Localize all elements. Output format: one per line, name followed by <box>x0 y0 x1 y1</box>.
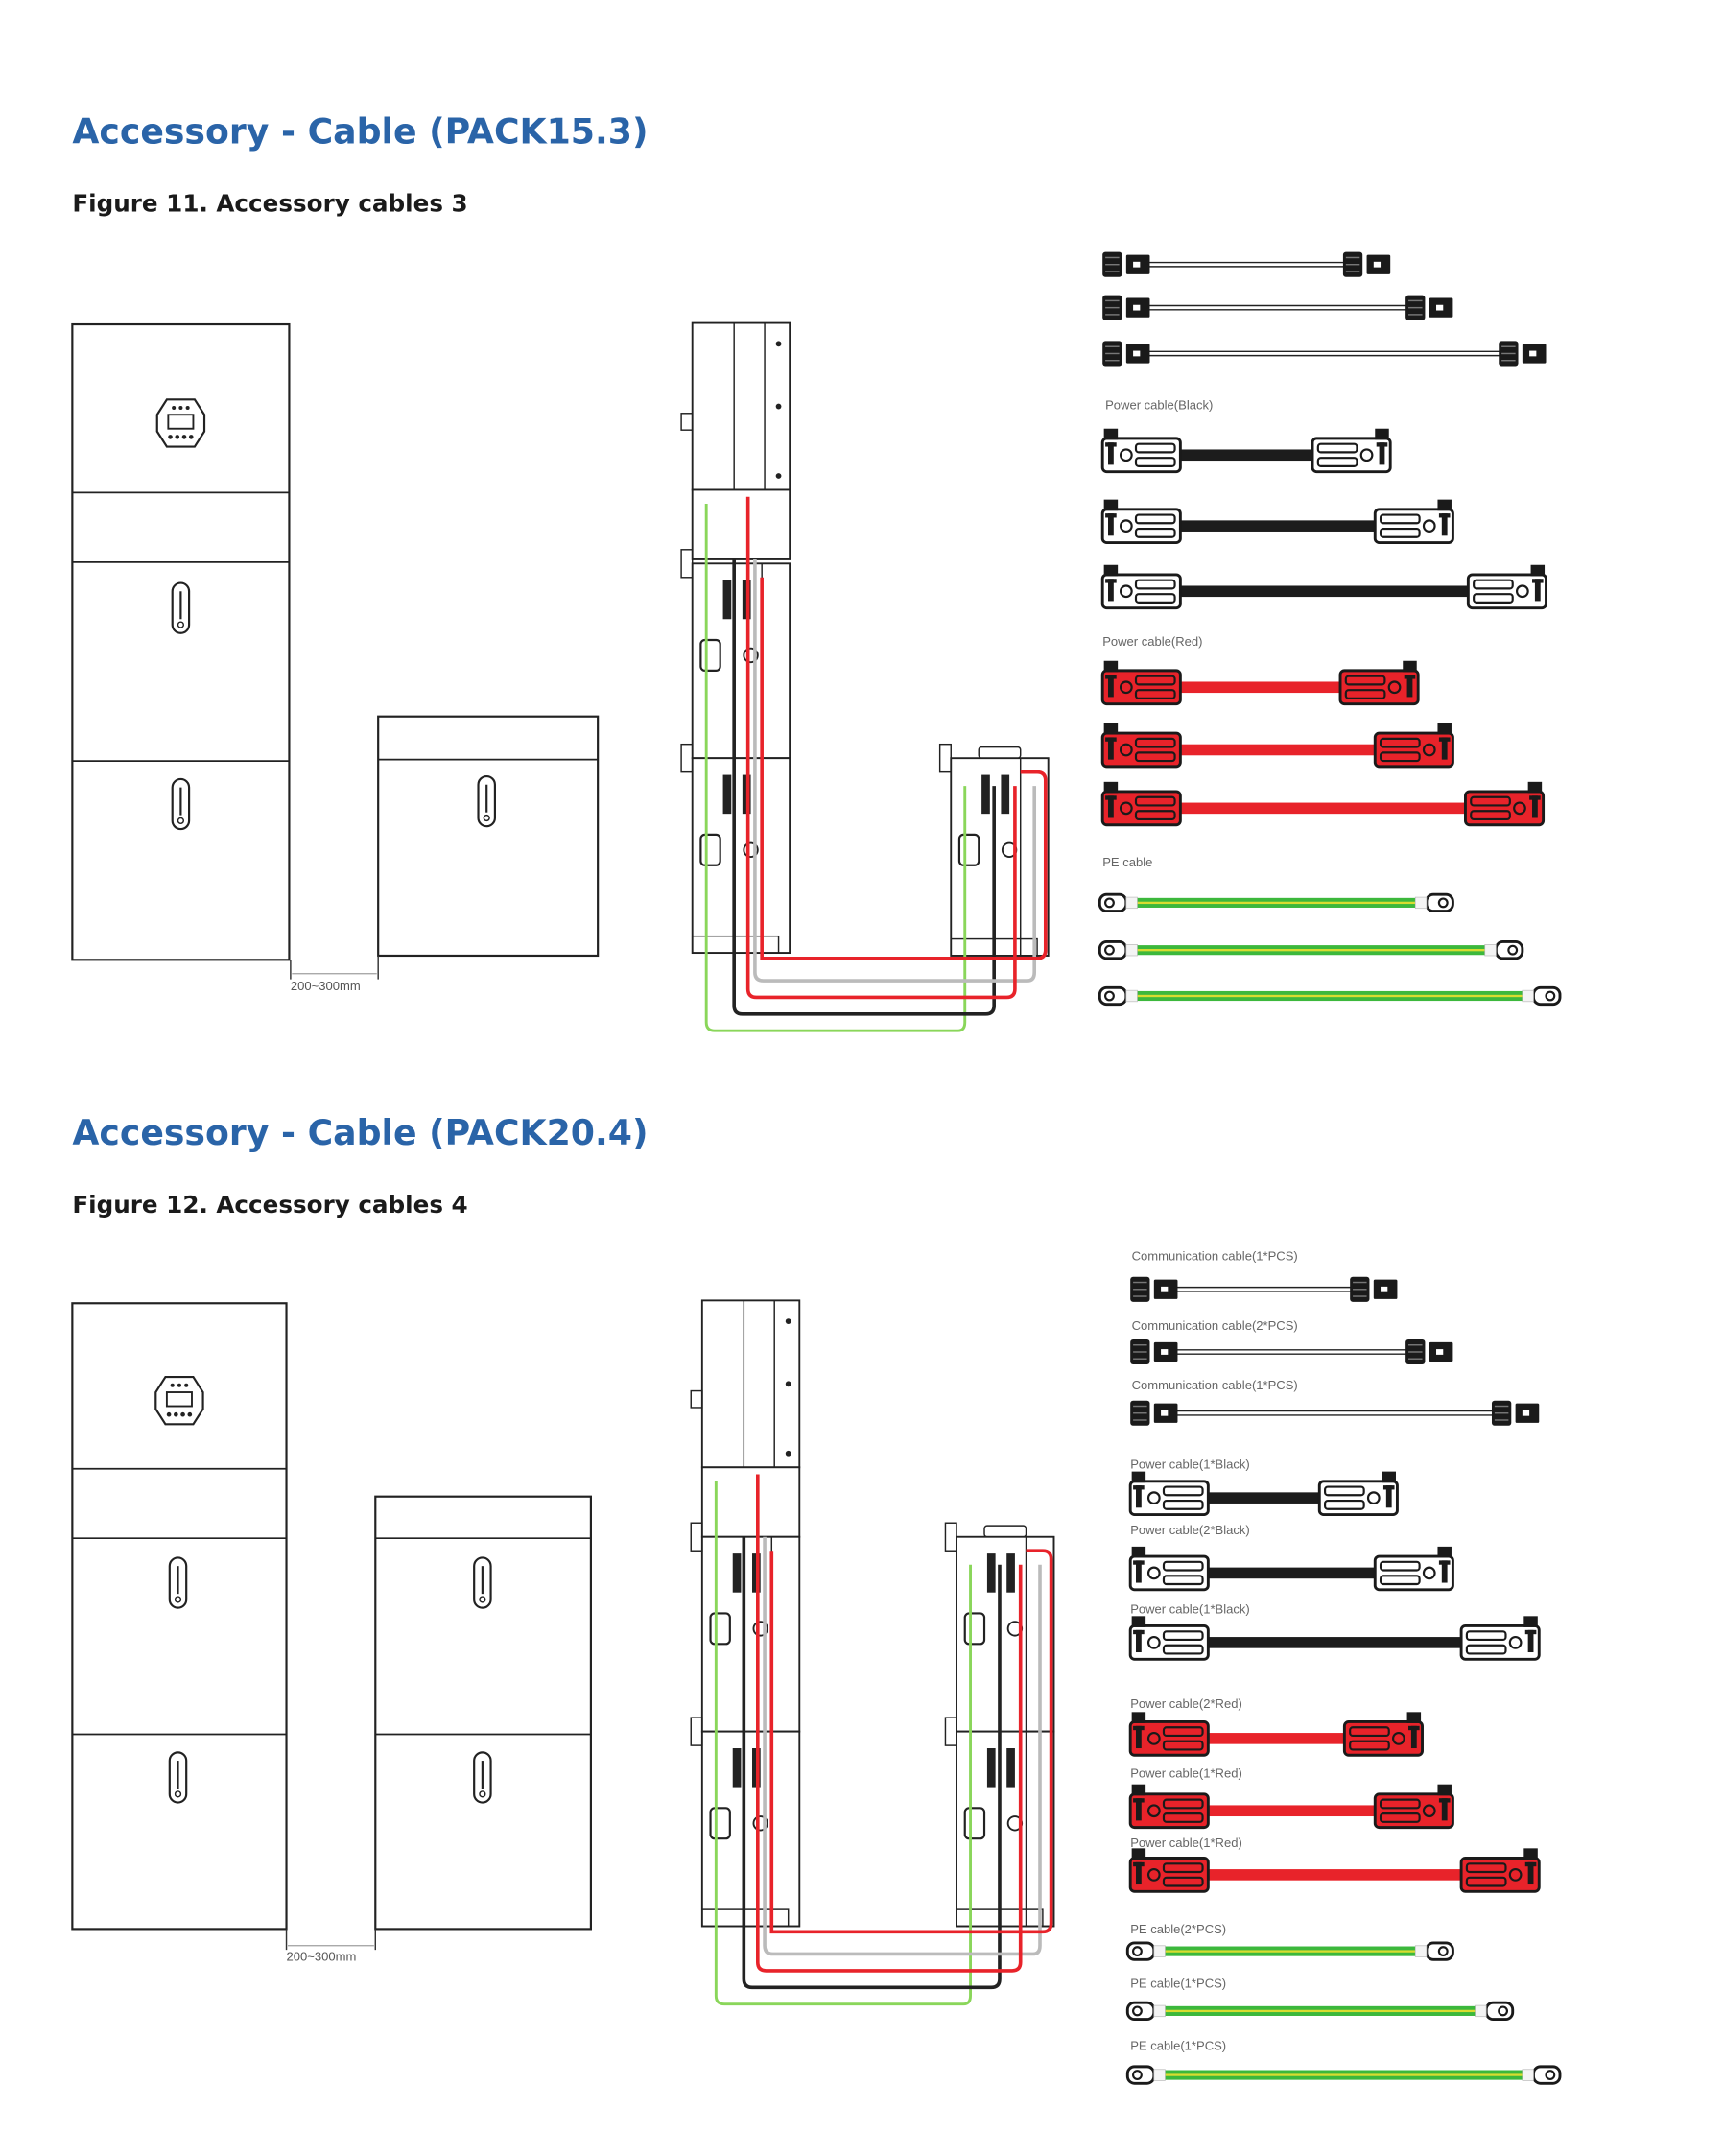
figure-12-caption: Figure 12. Accessory cables 4 <box>72 1191 467 1219</box>
power-cable-red <box>1100 660 1420 706</box>
cable-label: PE cable(1*PCS) <box>1130 2038 1226 2052</box>
pe-cable <box>1098 940 1524 960</box>
handle-icon <box>171 777 191 831</box>
inverter-unit <box>691 321 791 491</box>
cable-label: Power cable(1*Black) <box>1130 1457 1250 1472</box>
power-cable-red <box>1128 1848 1541 1893</box>
handle-icon <box>473 1751 492 1804</box>
cable-label: Communication cable(1*PCS) <box>1132 1378 1298 1392</box>
power-connector-icon <box>1373 508 1454 545</box>
pe-cable <box>1098 892 1454 913</box>
cable-list-pack20 <box>1125 1276 1562 2085</box>
power-connector-icon <box>1373 1792 1454 1830</box>
figure-11-caption: Figure 11. Accessory cables 3 <box>72 190 467 218</box>
communication-cable <box>1130 1276 1398 1302</box>
wiring-diagram-pack15 <box>680 321 1050 1032</box>
communication-cable <box>1130 1339 1453 1365</box>
power-connector-icon <box>1373 731 1454 769</box>
cable-label: Power cable(1*Red) <box>1130 1836 1242 1850</box>
section-title-pack15: Accessory - Cable (PACK15.3) <box>72 111 648 153</box>
cable-label-power-red: Power cable(Red) <box>1102 634 1202 649</box>
power-connector-icon <box>1100 573 1182 610</box>
cable-label-power-black: Power cable(Black) <box>1105 397 1213 412</box>
power-cable-black <box>1128 1616 1541 1661</box>
handle-icon <box>477 774 496 828</box>
communication-cable <box>1102 251 1391 277</box>
power-cable-black <box>1100 564 1547 610</box>
power-cable-black <box>1128 1546 1454 1592</box>
pe-wire <box>704 503 967 1032</box>
cabinet-drawing-pack15 <box>71 322 600 980</box>
cable-label: Power cable(1*Red) <box>1130 1765 1242 1780</box>
power-cable-black <box>1100 428 1392 474</box>
communication-cable <box>1130 1400 1540 1426</box>
power-connector-icon <box>1100 790 1182 827</box>
cable-list-pack15 <box>1098 251 1562 1007</box>
power-connector-icon <box>1100 437 1182 474</box>
power-connector-icon <box>1338 669 1420 706</box>
power-connector-icon <box>1317 1480 1399 1516</box>
pe-cable <box>1125 2065 1562 2085</box>
spacing-dimension-label: 200~300mm <box>291 979 361 993</box>
power-connector-icon <box>1373 1554 1454 1592</box>
pe-cable <box>1125 1941 1454 1961</box>
power-connector-icon <box>1459 1624 1541 1661</box>
cable-label: Communication cable(2*PCS) <box>1132 1318 1298 1333</box>
display-panel-icon <box>155 398 206 448</box>
cable-label: PE cable(1*PCS) <box>1130 1976 1226 1990</box>
cable-label: Power cable(2*Red) <box>1130 1696 1242 1711</box>
black-power-wire <box>732 558 996 1016</box>
power-cable-red <box>1100 723 1454 769</box>
power-connector-icon <box>1128 1624 1210 1661</box>
power-cable-red <box>1100 781 1546 827</box>
cable-label: PE cable(2*PCS) <box>1130 1922 1226 1936</box>
power-connector-icon <box>1466 573 1547 610</box>
grey-wire <box>753 558 1037 983</box>
wiring-diagram-pack20 <box>690 1299 1055 2006</box>
red-power-wire <box>745 496 1017 1000</box>
red-power-wire <box>760 577 1048 960</box>
red-power-wire <box>769 1549 1053 1934</box>
cable-label-pe: PE cable <box>1102 855 1152 869</box>
black-power-wire <box>742 1536 1002 1990</box>
spacing-dimension-label: 200~300mm <box>287 1950 357 1964</box>
grey-wire <box>763 1536 1042 1956</box>
cable-label: Power cable(2*Black) <box>1130 1523 1250 1537</box>
handle-icon <box>168 1751 188 1804</box>
inverter-unit <box>700 1299 801 1469</box>
communication-cable <box>1102 295 1453 320</box>
handle-icon <box>168 1556 188 1609</box>
power-connector-icon <box>1100 731 1182 769</box>
power-connector-icon <box>1128 1554 1210 1592</box>
power-cable-black <box>1128 1471 1399 1516</box>
power-connector-icon <box>1311 437 1392 474</box>
handle-icon <box>171 581 191 634</box>
cable-label: Communication cable(1*PCS) <box>1132 1248 1298 1263</box>
power-cable-black <box>1100 499 1454 545</box>
power-connector-icon <box>1459 1857 1541 1893</box>
pe-cable <box>1098 985 1562 1007</box>
power-cable-red <box>1128 1712 1424 1757</box>
power-connector-icon <box>1128 1480 1210 1516</box>
power-connector-icon <box>1100 508 1182 545</box>
power-connector-icon <box>1128 1792 1210 1830</box>
power-connector-icon <box>1464 790 1546 827</box>
red-power-wire <box>755 1474 1023 1973</box>
handle-icon <box>473 1556 492 1609</box>
cabinet-drawing-pack20 <box>71 1302 592 1951</box>
power-connector-icon <box>1128 1857 1210 1893</box>
power-connector-icon <box>1128 1720 1210 1757</box>
pe-cable <box>1125 2001 1515 2022</box>
power-cable-red <box>1128 1784 1454 1830</box>
communication-cable <box>1102 341 1547 367</box>
display-panel-icon <box>154 1375 204 1426</box>
power-connector-icon <box>1342 1720 1424 1757</box>
cable-label: Power cable(1*Black) <box>1130 1601 1250 1616</box>
power-connector-icon <box>1100 669 1182 706</box>
section-title-pack20: Accessory - Cable (PACK20.4) <box>72 1112 648 1153</box>
pe-wire <box>714 1481 972 2006</box>
